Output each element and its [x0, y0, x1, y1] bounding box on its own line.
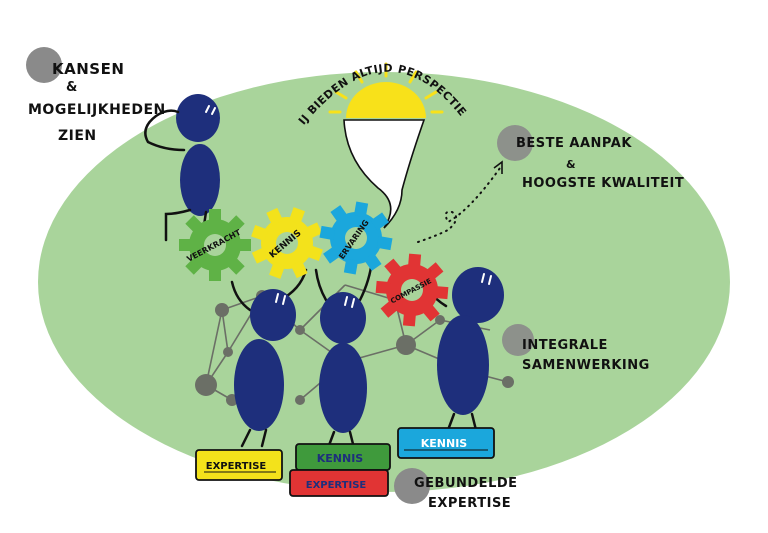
book-right	[397, 427, 495, 459]
beste-aanpak-label: BESTE AANPAK	[516, 136, 632, 151]
book-left-label: EXPERTISE	[206, 461, 267, 472]
book-middle-bottom-label: EXPERTISE	[306, 480, 367, 491]
thinking-figure	[144, 94, 220, 254]
hoogste-kwaliteit-label: HOOGSTE KWALITEIT	[522, 176, 685, 191]
book-right-label: KENNIS	[421, 437, 468, 450]
samenwerking-label: SAMENWERKING	[522, 358, 650, 373]
figure-left	[230, 268, 308, 448]
arrow-head-icon	[493, 160, 503, 174]
sun-icon	[328, 62, 444, 118]
beste-aanpak-dot	[497, 125, 533, 161]
gear-red-icon	[375, 253, 449, 327]
zien-label: ZIEN	[58, 128, 97, 144]
book-middle-bottom	[289, 469, 389, 497]
kansen-dot	[26, 47, 62, 83]
book-middle-top-label: KENNIS	[317, 452, 364, 465]
gear-yellow-icon	[251, 207, 323, 279]
gear-green-icon	[179, 209, 251, 281]
beste-ampersand: &	[566, 158, 577, 171]
mogelijkheden-label: MOGELIJKHEDEN	[28, 102, 166, 118]
gebundelde-expertise-label: EXPERTISE	[428, 496, 512, 511]
integrale-dot	[502, 324, 534, 356]
book-left	[195, 449, 283, 481]
kansen-ampersand: &	[66, 80, 78, 95]
integrale-label: INTEGRALE	[522, 338, 608, 353]
kansen-label: KANSEN	[52, 60, 125, 78]
gebundelde-dot	[394, 468, 430, 504]
gear-blue-icon	[319, 201, 393, 275]
speech-bubble	[343, 119, 426, 229]
gebundelde-label: GEBUNDELDE	[414, 476, 518, 491]
dotted-arrow	[417, 167, 501, 243]
